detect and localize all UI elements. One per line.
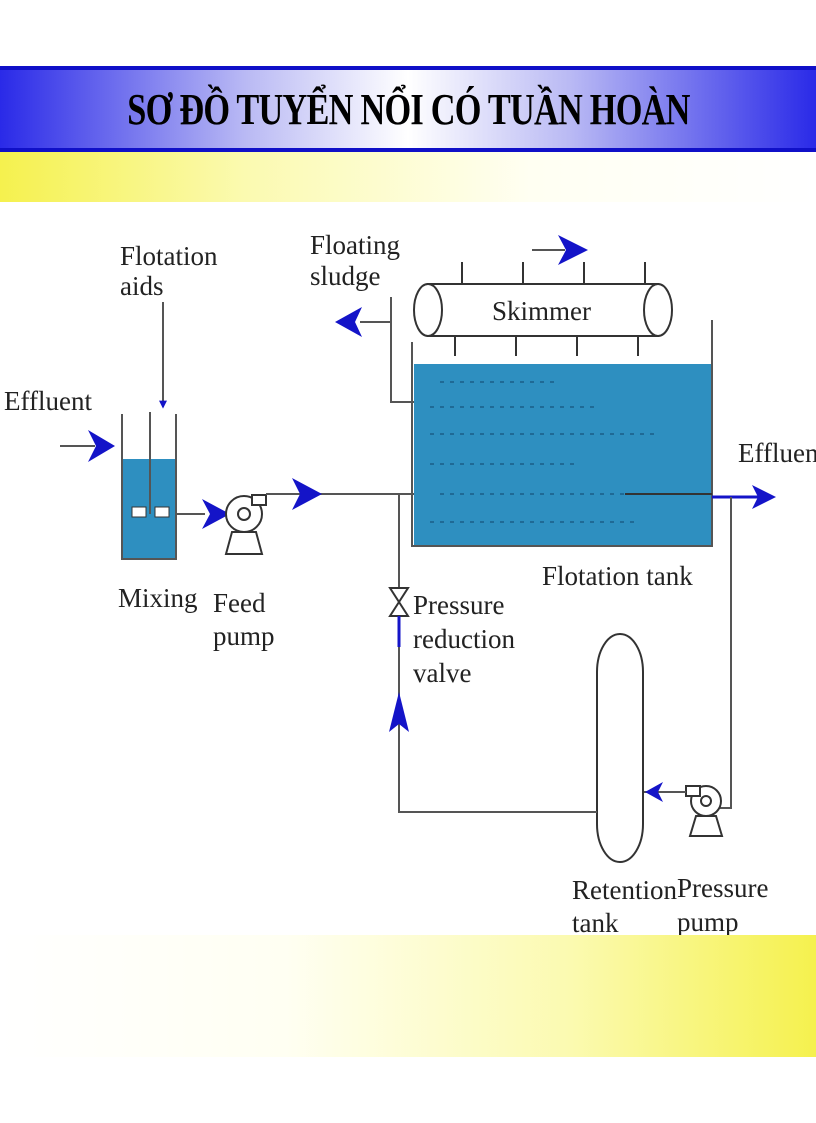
retention-tank [596, 633, 644, 863]
label-pressure-valve-2: reduction [413, 624, 515, 654]
floating-sludge-arrow [335, 307, 390, 337]
pressure-reduction-valve [388, 587, 410, 647]
slide-title: SƠ ĐỒ TUYỂN NỔI CÓ TUẦN HOÀN [126, 84, 690, 134]
label-feed-pump-1: Feed [213, 588, 266, 618]
label-flotation-aids-2: aids [120, 271, 164, 301]
mixing-tank [121, 412, 177, 560]
pump-to-retention-arrow [643, 782, 686, 802]
label-flotation-tank: Flotation tank [542, 561, 693, 591]
label-effluent-out: Effluent [738, 438, 816, 468]
recycle-pipe-down [718, 497, 732, 809]
flotation-tank-water [414, 364, 712, 546]
skimmer-direction-arrow [532, 235, 588, 265]
label-effluent-in: Effluent [4, 386, 92, 416]
feed-pump [224, 494, 267, 555]
label-feed-pump-2: pump [213, 621, 275, 651]
return-flow-arrow [389, 692, 409, 732]
pressure-pump [685, 785, 724, 837]
effluent-outlet-arrow [712, 485, 776, 509]
label-pressure-valve-1: Pressure [413, 590, 504, 620]
flotation-diagram: Flotation aids Floating sludge Skimmer E… [4, 230, 816, 935]
mixer-blade-left [131, 506, 147, 518]
skimmer [413, 262, 673, 356]
flotation-tank [390, 297, 713, 547]
label-skimmer: Skimmer [492, 296, 591, 326]
label-floating-sludge-1: Floating [310, 230, 400, 260]
feed-flow-arrow [292, 478, 322, 510]
top-accent-band [0, 152, 816, 202]
mixer-blade-right [154, 506, 170, 518]
label-retention-tank-2: tank [572, 908, 619, 935]
label-mixing: Mixing [118, 583, 198, 613]
label-floating-sludge-2: sludge [310, 261, 381, 291]
label-pressure-pump-1: Pressure [677, 873, 768, 903]
effluent-inlet-arrow [60, 430, 115, 462]
bottom-accent-band [0, 935, 816, 1057]
label-pressure-valve-3: valve [413, 658, 471, 688]
title-band: SƠ ĐỒ TUYỂN NỔI CÓ TUẦN HOÀN [0, 66, 816, 152]
label-pressure-pump-2: pump [677, 907, 739, 935]
mixing-to-pump-arrow [176, 499, 230, 529]
label-flotation-aids-1: Flotation [120, 241, 218, 271]
label-retention-tank-1: Retention [572, 875, 677, 905]
